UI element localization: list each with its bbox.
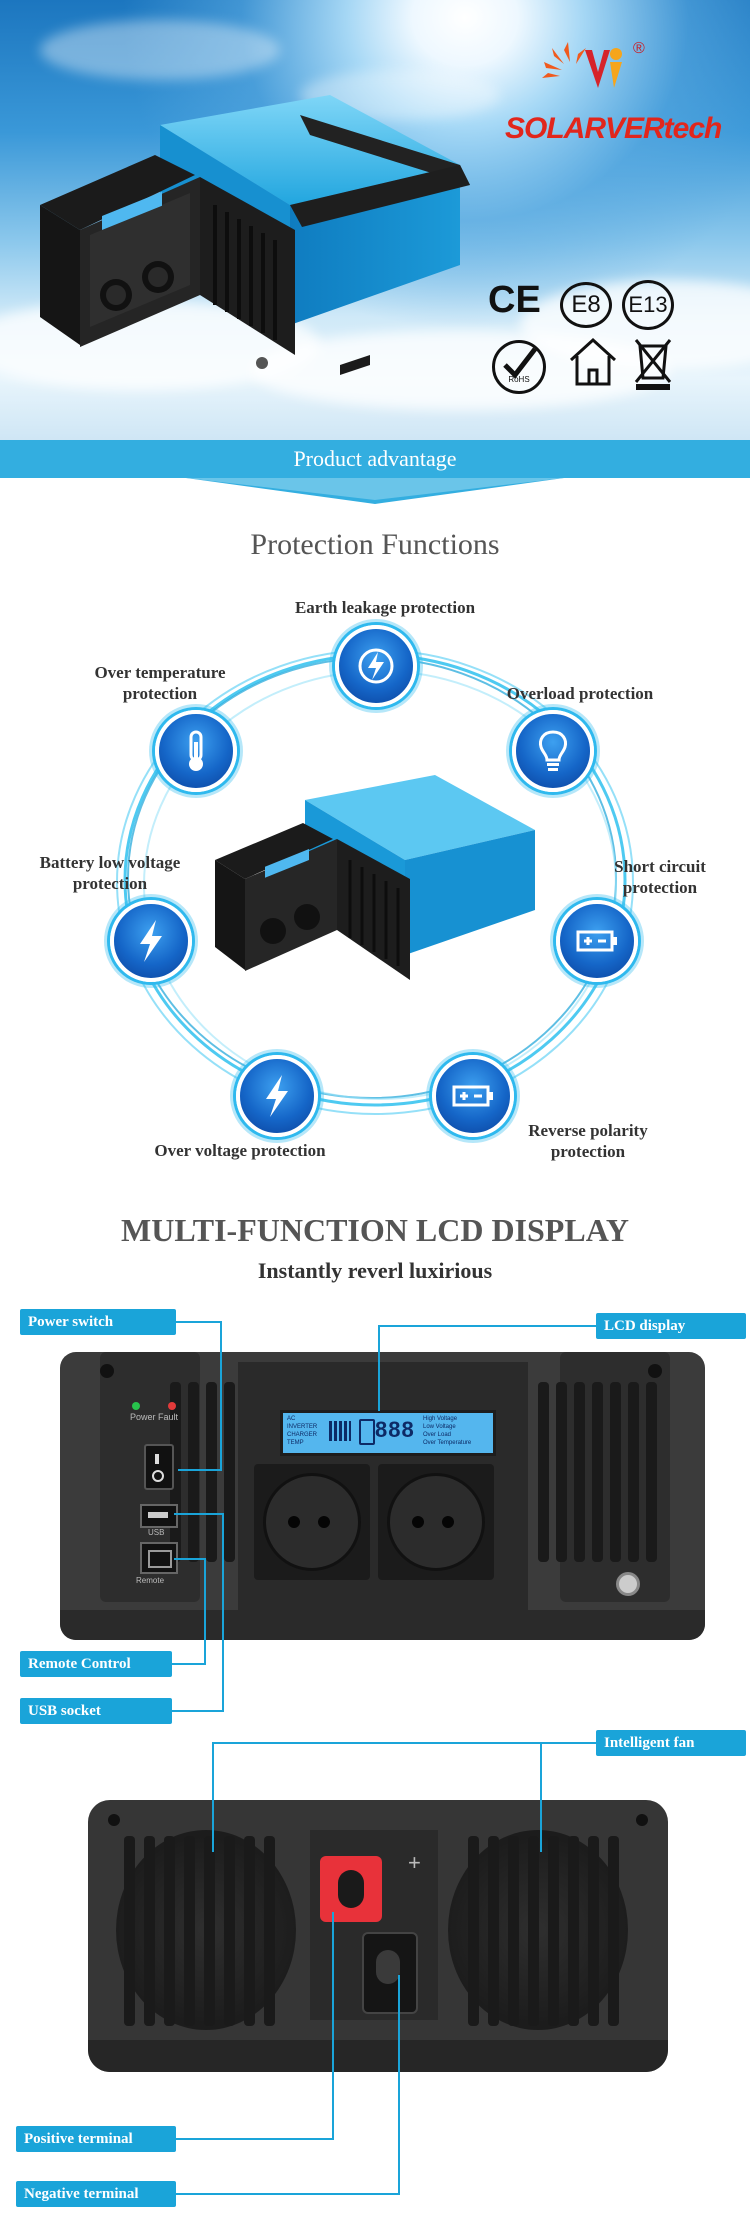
lcd-digits: 888 xyxy=(375,1417,415,1442)
lcd-battery-icon xyxy=(359,1419,375,1445)
ground-screw xyxy=(616,1572,640,1596)
callout-negative-terminal: Negative terminal xyxy=(16,2181,176,2207)
usb-socket[interactable] xyxy=(140,1504,178,1528)
inverter-product-image xyxy=(40,95,470,375)
protection-title: Protection Functions xyxy=(250,528,500,561)
hero-banner: ® SOLARVERtech CE E8 E13 RoHS xyxy=(0,0,750,440)
label-over-voltage: Over voltage protection xyxy=(154,1141,326,1160)
product-advantage-label: Product advantage xyxy=(293,446,457,471)
remote-control-port[interactable] xyxy=(140,1542,178,1574)
label-over-temperature-1: Over temperature xyxy=(94,663,226,682)
positive-terminal[interactable] xyxy=(320,1856,382,1922)
lcd-subtitle: Instantly reverl luxirious xyxy=(257,1258,493,1283)
brand-sun-logo-icon xyxy=(542,42,622,88)
ac-socket-left xyxy=(254,1464,370,1580)
callout-remote-control: Remote Control xyxy=(20,1651,172,1677)
label-short-circuit-1: Short circuit xyxy=(614,857,706,876)
label-reverse-polarity-2: protection xyxy=(550,1142,626,1161)
lcd-bar-graph xyxy=(329,1421,351,1441)
battery-low-bolt-icon xyxy=(110,900,192,982)
label-battery-low-1: Battery low voltage xyxy=(39,853,181,872)
registered-mark: ® xyxy=(633,40,645,57)
band-chevron xyxy=(186,478,564,504)
callout-intelligent-fan: Intelligent fan xyxy=(596,1730,746,1756)
label-battery-low-2: protection xyxy=(72,874,148,893)
lightbulb-icon xyxy=(512,710,594,792)
callout-positive-terminal: Positive terminal xyxy=(16,2126,176,2152)
callout-power-switch: Power switch xyxy=(20,1309,176,1335)
brand-name: SOLARVERtech xyxy=(505,112,722,145)
negative-terminal[interactable] xyxy=(362,1932,418,2014)
power-led xyxy=(132,1402,140,1410)
fault-led xyxy=(168,1402,176,1410)
weee-bin-icon xyxy=(634,339,672,390)
label-reverse-polarity-1: Reverse polarity xyxy=(528,1121,648,1140)
over-voltage-bolt-icon xyxy=(236,1055,318,1137)
rohs-check-icon: RoHS xyxy=(492,340,546,394)
e13-mark-icon: E13 xyxy=(622,280,674,330)
label-over-temperature-2: protection xyxy=(122,684,198,703)
power-fault-label: Power Fault xyxy=(130,1412,179,1422)
ce-mark-icon: CE xyxy=(488,279,541,321)
thermometer-icon xyxy=(155,710,237,792)
lcd-title: MULTI-FUNCTION LCD DISPLAY xyxy=(121,1212,629,1248)
positive-plus-sign: + xyxy=(408,1850,421,1875)
label-short-circuit-2: protection xyxy=(622,878,698,897)
callout-usb-socket: USB socket xyxy=(20,1698,172,1724)
e8-mark-icon: E8 xyxy=(560,282,612,328)
inverter-product-image-center xyxy=(215,775,535,980)
short-circuit-battery-icon xyxy=(556,900,638,982)
indoor-use-house-icon xyxy=(569,337,617,386)
callout-lcd-display: LCD display xyxy=(596,1313,746,1339)
rear-panel-device: + xyxy=(88,1800,668,2072)
earth-leakage-icon xyxy=(335,625,417,707)
product-advantage-band xyxy=(0,440,750,478)
ac-socket-right xyxy=(378,1464,494,1580)
power-switch[interactable] xyxy=(144,1444,174,1490)
reverse-polarity-battery-icon xyxy=(432,1055,514,1137)
label-overload: Overload protection xyxy=(506,684,654,703)
label-earth-leakage: Earth leakage protection xyxy=(294,598,476,617)
